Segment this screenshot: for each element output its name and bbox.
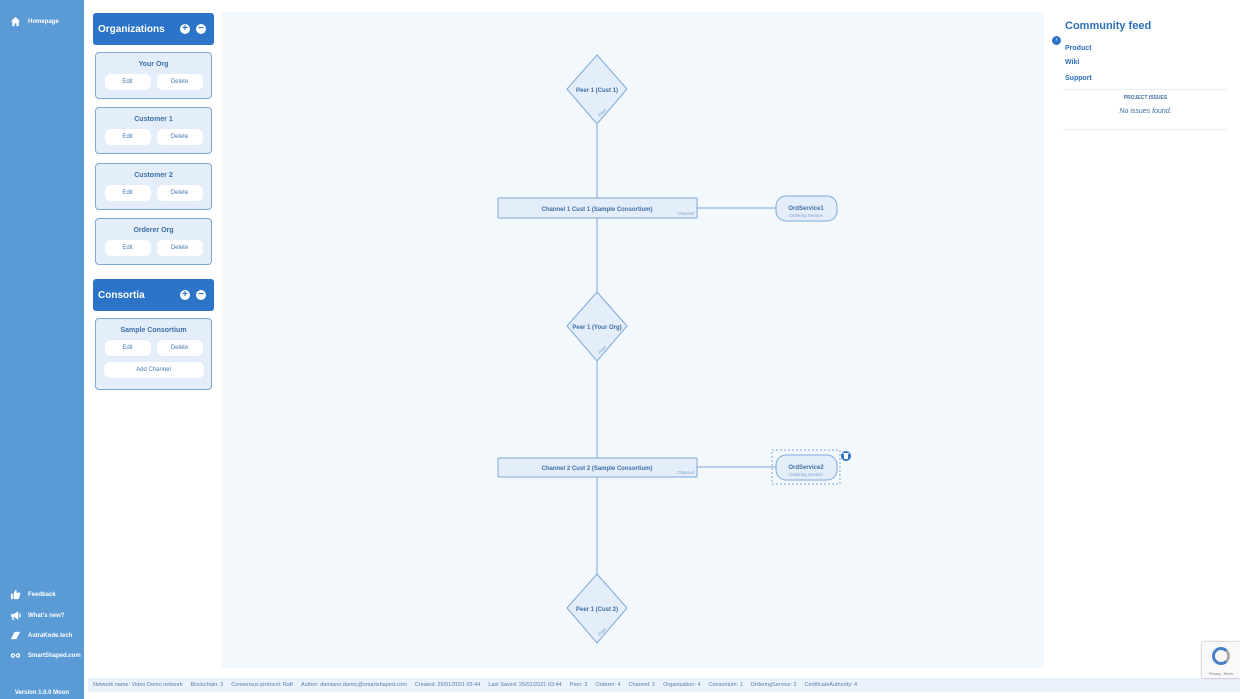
status-blockchain: Blockchain: 3 [190, 682, 224, 688]
channel-label: Channel 1 Cust 1 (Sample Consortium) [541, 207, 652, 213]
org-card-customer-2: Customer 2 Edit Delete [95, 163, 212, 210]
peer-label: Peer 1 (Your Org) [572, 325, 621, 331]
status-certificate-authority: CertificateAuthority: 4 [804, 682, 858, 688]
org-card-orderer-org: Orderer Org Edit Delete [95, 218, 212, 265]
peer-node-your-org[interactable]: Peer 1 (Your Org) Peer [566, 291, 628, 362]
status-organization: Organization: 4 [663, 682, 701, 688]
collapse-consortia-button[interactable]: − [196, 290, 206, 300]
selection-box [771, 449, 841, 485]
ordering-label: OrdService1 [788, 206, 824, 212]
sidebar-item-homepage[interactable]: Homepage [10, 16, 59, 27]
edit-consortium-button[interactable]: Edit [104, 340, 151, 356]
feed-link-wiki[interactable]: Wiki [1065, 59, 1080, 66]
org-card-your-org: Your Org Edit Delete [95, 52, 212, 99]
consortium-name: Sample Consortium [120, 327, 187, 334]
sidebar-item-whats-new[interactable]: What's new? [10, 610, 64, 621]
peer-node-cust2[interactable]: Peer 1 (Cust 2) Peer [566, 573, 628, 644]
peer-label: Peer 1 (Cust 2) [576, 607, 618, 613]
org-name: Your Org [138, 61, 169, 68]
add-organization-button[interactable]: + [180, 24, 190, 34]
status-consortium: Consortium: 1 [708, 682, 743, 688]
project-issues-heading: PROJECT ISSUES [1123, 95, 1168, 101]
org-name: Customer 1 [134, 116, 173, 123]
organizations-title: Organizations [98, 23, 165, 35]
status-created: Created: 25/01/2021 03:44 [414, 682, 481, 688]
consortia-title: Consortia [98, 289, 145, 301]
channel-tag: Channel [677, 470, 694, 475]
ordering-node-1[interactable]: OrdService1 Ordering Service [775, 195, 838, 222]
organizations-header: Organizations + − [93, 13, 214, 45]
status-bar: Network name: Video Demo network Blockch… [88, 678, 1240, 692]
org-card-customer-1: Customer 1 Edit Delete [95, 107, 212, 154]
astrakode-logo-icon [10, 631, 21, 640]
status-ordering-service: OrderingService: 2 [750, 682, 797, 688]
peer-node-cust1[interactable]: Peer 1 (Cust 1) Peer [566, 54, 628, 125]
delete-node-icon[interactable] [841, 451, 851, 461]
infinity-icon [10, 653, 21, 658]
add-channel-button[interactable]: Add Channel [103, 362, 204, 378]
megaphone-icon [10, 611, 21, 621]
channel-node-2[interactable]: Channel 2 Cust 2 (Sample Consortium) Cha… [497, 457, 698, 478]
org-name: Customer 2 [134, 172, 173, 179]
status-last-saved: Last Saved: 25/01/2021 03:44 [488, 682, 562, 688]
channel-tag: Channel [677, 211, 694, 216]
recaptcha-badge[interactable]: Privacy - Terms [1202, 642, 1240, 678]
community-feed-title: Community feed [1065, 20, 1152, 32]
feed-divider [1063, 129, 1228, 130]
feed-divider [1063, 89, 1228, 90]
thumbs-up-icon [10, 589, 21, 600]
status-consensus: Consensus protocol: Raft [231, 682, 293, 688]
home-icon [10, 16, 21, 27]
edit-org-button[interactable]: Edit [104, 74, 151, 90]
sidebar-item-label: Homepage [28, 18, 59, 25]
edit-org-button[interactable]: Edit [104, 129, 151, 145]
left-sidebar: Homepage Feedback What's new? AstraKode.… [0, 0, 84, 699]
status-orderer: Orderer: 4 [595, 682, 621, 688]
edit-org-button[interactable]: Edit [104, 240, 151, 256]
feed-link-support[interactable]: Support [1065, 75, 1092, 82]
project-issues-text: No issues found. [1119, 108, 1172, 115]
delete-org-button[interactable]: Delete [156, 185, 203, 201]
feed-link-product[interactable]: Product [1065, 45, 1092, 52]
peer-label: Peer 1 (Cust 1) [576, 88, 618, 94]
edit-org-button[interactable]: Edit [104, 185, 151, 201]
org-name: Orderer Org [133, 227, 174, 234]
peer-tag: Peer [597, 626, 608, 637]
sidebar-item-astrakode[interactable]: AstraKode.tech [10, 630, 72, 641]
delete-org-button[interactable]: Delete [156, 74, 203, 90]
sidebar-item-label: Feedback [28, 591, 56, 598]
status-peer: Peer: 3 [569, 682, 588, 688]
feed-collapse-button[interactable]: › [1052, 36, 1061, 45]
ordering-label: OrdService2 [788, 465, 824, 471]
sidebar-item-label: AstraKode.tech [28, 632, 73, 639]
add-consortium-button[interactable]: + [180, 290, 190, 300]
ordering-node-2[interactable]: OrdService2 Ordering Service [771, 449, 841, 485]
peer-tag: Peer [597, 344, 608, 355]
consortia-header: Consortia + − [93, 279, 214, 311]
sidebar-item-smartshaped[interactable]: SmartShaped.com [10, 650, 81, 661]
delete-org-button[interactable]: Delete [156, 129, 203, 145]
recaptcha-text: Privacy - Terms [1208, 672, 1234, 676]
network-canvas[interactable] [222, 12, 1044, 668]
recaptcha-icon [1212, 647, 1230, 665]
ordering-sub: Ordering Service [789, 472, 823, 477]
status-network-name: Network name: Video Demo network [93, 682, 183, 688]
delete-consortium-button[interactable]: Delete [156, 340, 203, 356]
channel-label: Channel 2 Cust 2 (Sample Consortium) [541, 466, 652, 472]
status-author: Author: damiano.damic@smartshaped.com [300, 682, 407, 688]
channel-node-1[interactable]: Channel 1 Cust 1 (Sample Consortium) Cha… [497, 197, 698, 219]
consortium-card-sample: Sample Consortium Edit Delete Add Channe… [95, 318, 212, 390]
ordering-sub: Ordering Service [789, 213, 823, 218]
diagram-connectors [596, 124, 776, 574]
sidebar-item-feedback[interactable]: Feedback [10, 589, 56, 600]
sidebar-item-label: What's new? [28, 612, 65, 619]
status-channel: Channel: 2 [628, 682, 656, 688]
version-label: Version 1.0.0 Moon [14, 690, 70, 696]
peer-tag: Peer [597, 107, 608, 118]
sidebar-item-label: SmartShaped.com [28, 652, 81, 659]
delete-org-button[interactable]: Delete [156, 240, 203, 256]
collapse-organizations-button[interactable]: − [196, 24, 206, 34]
